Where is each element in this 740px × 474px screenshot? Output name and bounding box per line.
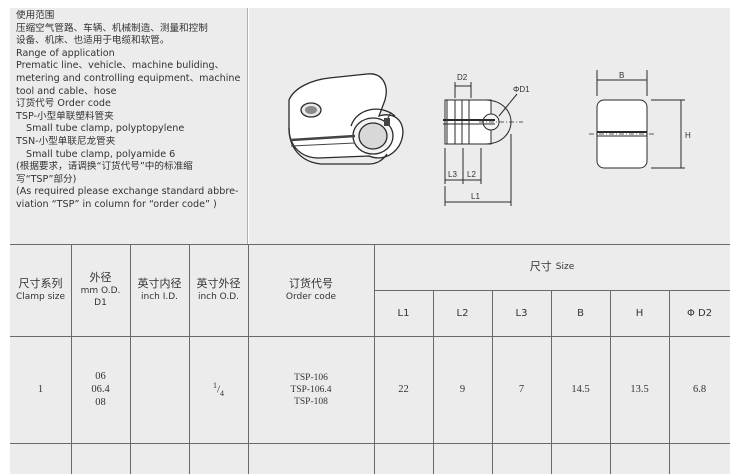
- cell-od-value: 06: [95, 371, 106, 382]
- order-code-value: TSP-106: [294, 372, 328, 383]
- header-size-zh: 尺寸: [529, 260, 552, 273]
- cell-h: 13.5: [630, 384, 649, 395]
- header-inch-id: 英寸内径 inch I.D.: [130, 244, 189, 336]
- header-clamp-size-en: Clamp size: [15, 292, 66, 302]
- dim-label-l1: L1: [471, 192, 480, 201]
- table-divider: [374, 244, 375, 474]
- header-inch-od-zh: 英寸外径: [196, 277, 241, 290]
- cell-od-value: 06.4: [91, 384, 110, 395]
- dim-label-h: H: [685, 131, 691, 140]
- table-divider: [610, 290, 611, 474]
- dim-label-l3: L3: [448, 170, 457, 179]
- technical-drawing: D2 ΦD1 L3 L2 L1 B H: [249, 8, 730, 244]
- info-line: 写“TSP”部分): [16, 173, 77, 185]
- cell-l3: 7: [518, 384, 525, 395]
- dim-label-b: B: [619, 71, 624, 80]
- header-clamp-size: 尺寸系列 Clamp size: [10, 244, 71, 336]
- header-h: H: [635, 307, 644, 319]
- header-order-code: 订货代号 Order code: [248, 244, 374, 336]
- cell-l2: 9: [459, 384, 466, 395]
- info-line: metering and controlling equipment、machi…: [16, 72, 241, 84]
- info-line: TSP-小型单联塑料管夹: [16, 110, 114, 122]
- table-divider: [248, 244, 249, 474]
- fraction-denominator: 4: [220, 388, 225, 398]
- front-view: [443, 82, 523, 206]
- header-b: B: [577, 307, 584, 319]
- header-size-en: Size: [555, 262, 575, 272]
- info-line: 设备、机床、也适用于电缆和软管。: [16, 35, 170, 47]
- fraction-numerator: 1: [212, 381, 217, 391]
- header-od-d1: D1: [94, 298, 107, 308]
- table-divider: [71, 244, 72, 474]
- side-view: [589, 70, 685, 169]
- info-line: Small tube clamp, polyamide 6: [26, 148, 176, 160]
- spec-table: 尺寸系列 Clamp size 外径 mm O.D. D1 英寸内径 inch …: [10, 244, 730, 474]
- info-line: Range of application: [16, 47, 115, 59]
- info-line: (根据要求，请调换“订货代号”中的标准缩: [16, 161, 193, 173]
- cell-inch-od: 1/4: [189, 336, 248, 443]
- header-inch-id-zh: 英寸内径: [137, 277, 182, 290]
- table-divider: [551, 290, 552, 474]
- info-line: 使用范围: [16, 10, 55, 21]
- table-divider: [374, 290, 730, 291]
- header-inch-od-en: inch O.D.: [197, 292, 240, 302]
- cell-l1: 22: [398, 384, 409, 395]
- info-line: tool and cable、hose: [16, 85, 117, 97]
- header-order-code-en: Order code: [285, 292, 337, 302]
- order-code-value: TSP-108: [294, 396, 328, 407]
- dim-label-phi-d1: ΦD1: [513, 85, 530, 94]
- info-line: Small tube clamp, polyptopylene: [26, 123, 185, 135]
- header-order-code-zh: 订货代号: [289, 277, 333, 290]
- application-info: 使用范围 压缩空气管路、车辆、机械制造、测量和控制 设备、机床、也适用于电缆和软…: [10, 8, 248, 244]
- drawing-svg: D2 ΦD1 L3 L2 L1 B H: [288, 70, 691, 206]
- header-inch-id-en: inch I.D.: [140, 292, 179, 302]
- cell-inch-od-fraction: 1/4: [212, 381, 225, 398]
- cell-od-value: 08: [95, 397, 106, 408]
- table-divider: [669, 290, 670, 474]
- header-l2: L2: [456, 307, 469, 319]
- table-divider: [10, 336, 730, 337]
- header-od-en: mm O.D.: [80, 286, 121, 296]
- info-line: (As required please exchange standard ab…: [16, 186, 239, 198]
- cell-inch-id: [130, 336, 189, 443]
- dim-label-l2: L2: [467, 170, 476, 179]
- table-divider: [130, 244, 131, 474]
- header-od: 外径 mm O.D. D1: [71, 244, 130, 336]
- header-clamp-size-zh: 尺寸系列: [18, 277, 63, 290]
- clamp-3d-view: [288, 73, 404, 165]
- header-od-zh: 外径: [89, 271, 112, 284]
- dim-label-d2: D2: [457, 73, 468, 82]
- order-code-value: TSP-106.4: [290, 384, 332, 395]
- header-l3: L3: [515, 307, 528, 319]
- cell-b: 14.5: [571, 384, 590, 395]
- cell-od: 06 06.4 08: [71, 336, 130, 443]
- header-l1: L1: [397, 307, 410, 319]
- table-divider: [492, 290, 493, 474]
- info-line: viation “TSP” in column for “order code”…: [16, 198, 217, 210]
- cell-d2: 6.8: [692, 384, 707, 395]
- cell-clamp-size: 1: [37, 384, 44, 395]
- table-border: [10, 244, 730, 245]
- header-inch-od: 英寸外径 inch O.D.: [189, 244, 248, 336]
- table-divider: [433, 290, 434, 474]
- info-line: TSN-小型单联尼龙管夹: [16, 135, 116, 147]
- header-d2: Φ D2: [686, 307, 713, 319]
- table-divider: [189, 244, 190, 474]
- cell-order-code: TSP-106 TSP-106.4 TSP-108: [248, 336, 374, 443]
- table-divider: [10, 443, 730, 444]
- info-line: 订货代号 Order code: [16, 98, 111, 110]
- info-line: 压缩空气管路、车辆、机械制造、测量和控制: [16, 22, 208, 34]
- info-line: Prematic line、vehicle、machine buliding、: [16, 60, 225, 72]
- header-size: 尺寸 Size: [374, 244, 730, 290]
